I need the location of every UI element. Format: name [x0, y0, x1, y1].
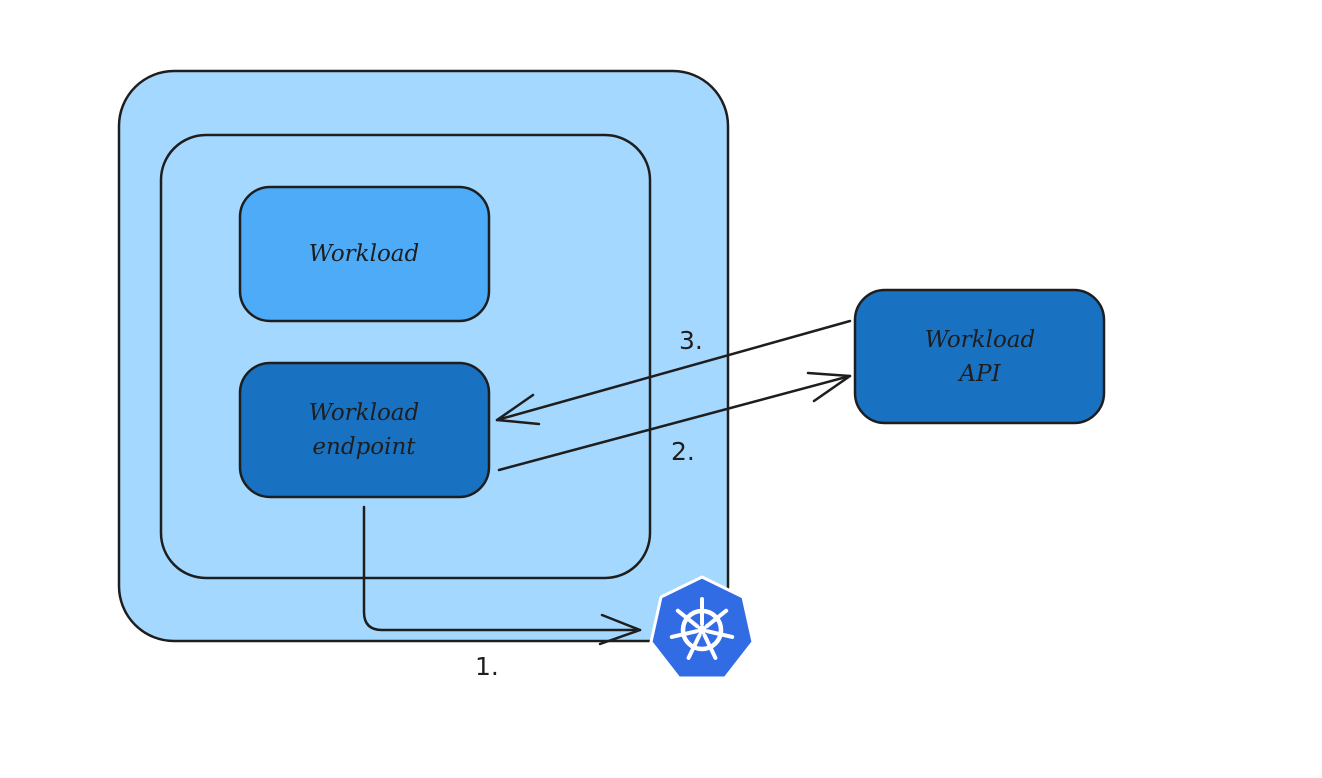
workload-api-label-line2: API: [957, 361, 1001, 387]
workload-node: Workload: [238, 185, 491, 323]
step-2-label: 2.: [671, 437, 695, 466]
workload-api-node: Workload API: [853, 288, 1106, 425]
arrow-step-1: [362, 505, 642, 646]
workload-endpoint-node: Workload endpoint: [238, 361, 491, 499]
kubernetes-icon: [649, 575, 755, 680]
outer-node-box: [117, 69, 730, 643]
workload-endpoint-label-line1: Workload: [309, 400, 420, 426]
workload-label: Workload: [309, 241, 420, 267]
workload-endpoint-label-line2: endpoint: [312, 434, 416, 460]
step-3-label: 3.: [679, 326, 703, 355]
arrow-step-3: [495, 319, 852, 426]
workload-api-label-line1: Workload: [925, 327, 1036, 353]
inner-pod-box: [159, 133, 652, 580]
step-1-label: 1.: [475, 652, 499, 681]
arrow-step-2: [497, 371, 852, 472]
